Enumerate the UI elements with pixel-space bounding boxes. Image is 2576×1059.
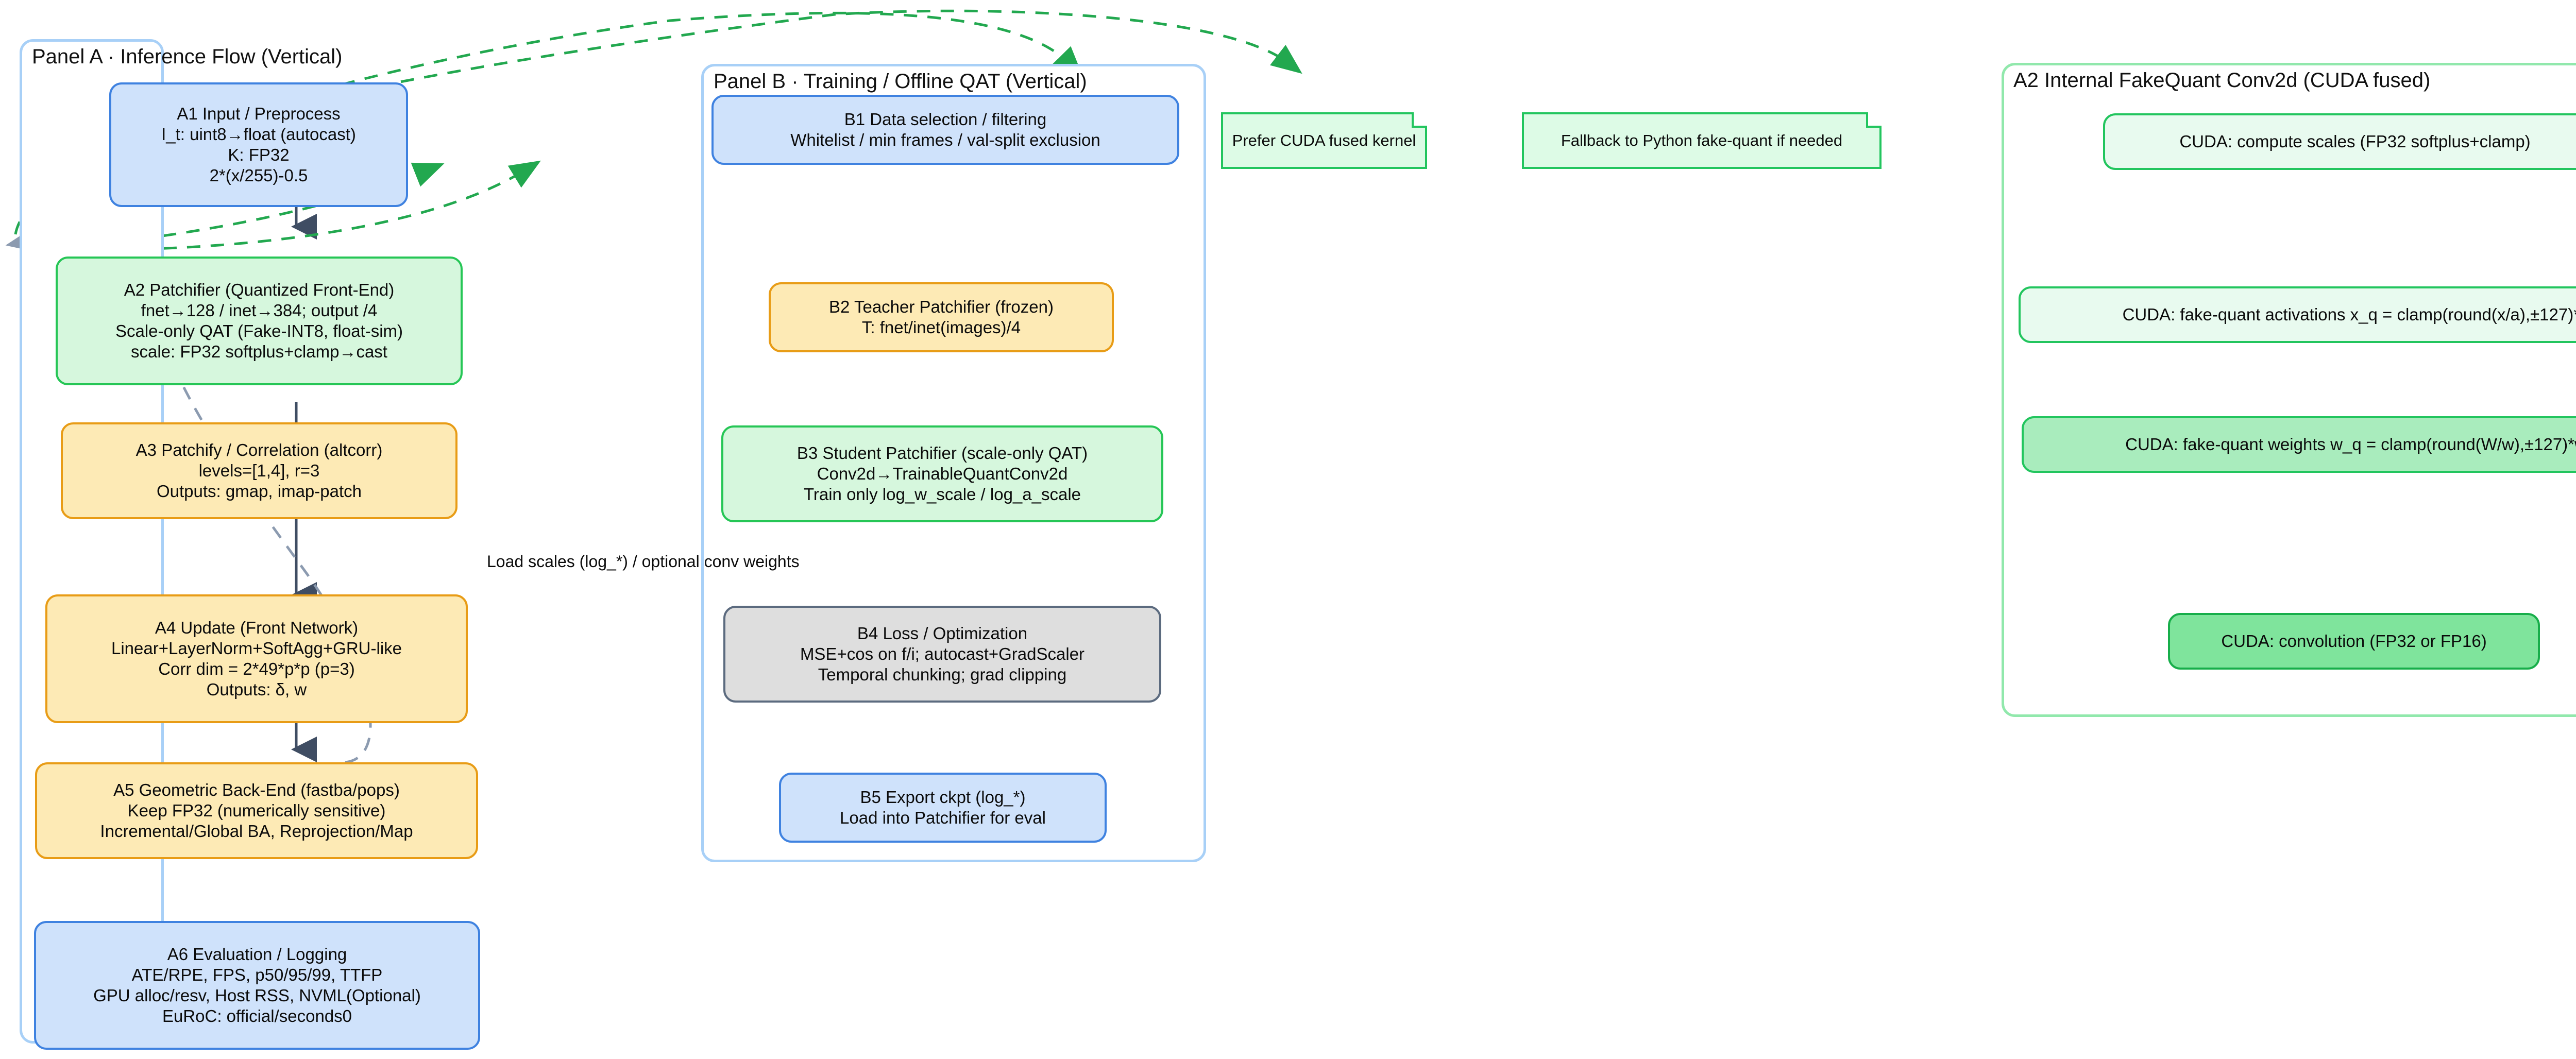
node-a3[interactable]: A3 Patchify / Correlation (altcorr) leve… <box>61 422 457 519</box>
node-a6[interactable]: A6 Evaluation / Logging ATE/RPE, FPS, p5… <box>34 921 480 1050</box>
panel-c <box>2002 63 2576 717</box>
node-c3[interactable]: CUDA: fake-quant weights w_q = clamp(rou… <box>2022 416 2576 473</box>
note-prefer-cuda[interactable]: Prefer CUDA fused kernel <box>1221 112 1427 169</box>
node-c1[interactable]: CUDA: compute scales (FP32 softplus+clam… <box>2103 113 2576 170</box>
note-fallback-python[interactable]: Fallback to Python fake-quant if needed <box>1522 112 1882 169</box>
note-prefer-cuda-label: Prefer CUDA fused kernel <box>1232 131 1416 150</box>
node-a2[interactable]: A2 Patchifier (Quantized Front-End) fnet… <box>56 257 463 385</box>
panel-a-title: Panel A · Inference Flow (Vertical) <box>32 45 343 68</box>
node-b3[interactable]: B3 Student Patchifier (scale-only QAT) C… <box>721 425 1163 522</box>
node-b5[interactable]: B5 Export ckpt (log_*) Load into Patchif… <box>779 773 1107 843</box>
node-b4[interactable]: B4 Loss / Optimization MSE+cos on f/i; a… <box>723 606 1161 703</box>
node-c2[interactable]: CUDA: fake-quant activations x_q = clamp… <box>2019 286 2576 343</box>
note-fold-icon <box>1412 112 1427 128</box>
node-b1[interactable]: B1 Data selection / filtering Whitelist … <box>711 95 1179 165</box>
panel-c-title: A2 Internal FakeQuant Conv2d (CUDA fused… <box>2013 69 2431 92</box>
panel-b-title: Panel B · Training / Offline QAT (Vertic… <box>714 70 1087 93</box>
edge-label-load-scales: Load scales (log_*) / optional conv weig… <box>487 552 800 571</box>
note-fallback-python-label: Fallback to Python fake-quant if needed <box>1561 131 1843 150</box>
node-c4[interactable]: CUDA: convolution (FP32 or FP16) <box>2168 613 2540 670</box>
node-a5[interactable]: A5 Geometric Back-End (fastba/pops) Keep… <box>35 762 478 859</box>
node-a4[interactable]: A4 Update (Front Network) Linear+LayerNo… <box>45 594 468 723</box>
note-fold-icon <box>1866 112 1882 128</box>
node-a1[interactable]: A1 Input / Preprocess I_t: uint8→float (… <box>109 82 408 207</box>
node-b2[interactable]: B2 Teacher Patchifier (frozen) T: fnet/i… <box>769 282 1114 352</box>
